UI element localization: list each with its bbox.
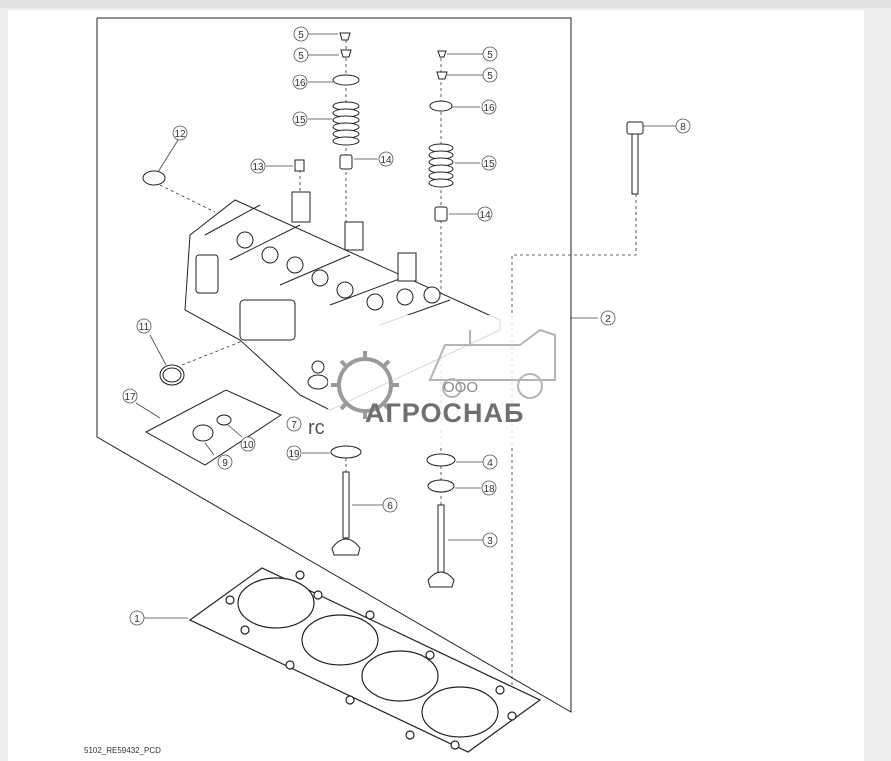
callout-8: 8	[680, 122, 686, 133]
valve-train-parts	[294, 32, 454, 222]
callout-9: 9	[222, 458, 228, 469]
callout-18: 18	[483, 484, 495, 495]
head-gasket	[188, 567, 542, 753]
callout-16-b: 16	[483, 103, 495, 114]
callout-11: 11	[139, 322, 150, 333]
callout-5-a: 5	[298, 30, 304, 41]
watermark-company-prefix: ООО	[443, 379, 478, 396]
watermark-company-name: АГРОСНАБ	[365, 398, 524, 428]
spring-left	[332, 101, 360, 146]
callout-14-a: 14	[380, 155, 392, 166]
callout-3: 3	[487, 536, 493, 547]
callout-7: 7	[291, 420, 297, 431]
gear-icon	[331, 351, 399, 419]
callout-1: 1	[134, 614, 140, 625]
watermark-logo: ООО АГРОСНАБ	[328, 315, 566, 445]
plugs-and-seals	[142, 170, 329, 466]
callout-17: 17	[124, 392, 136, 403]
top-strip	[0, 0, 891, 8]
callout-14-b: 14	[479, 210, 491, 221]
callout-15-a: 15	[294, 115, 306, 126]
callout-13: 13	[252, 162, 264, 173]
leader-lines	[135, 33, 676, 619]
partial-label: rc	[308, 417, 325, 439]
callout-12: 12	[174, 129, 186, 140]
drawing-id: 5102_RE59432_PCD	[84, 746, 161, 755]
callout-16-a: 16	[294, 78, 306, 89]
callout-numbers: 1 2 3 4 5 5 5 5 6 7 8 9 10 11 12 13 14 1…	[124, 30, 686, 625]
spring-right	[428, 143, 454, 188]
callout-bubbles	[122, 26, 691, 626]
callout-19: 19	[288, 449, 300, 460]
plug-group-frame	[144, 389, 283, 466]
callout-5-c: 5	[487, 50, 493, 61]
callout-2: 2	[605, 314, 611, 325]
callout-15-b: 15	[483, 159, 495, 170]
callout-10: 10	[242, 440, 254, 451]
callout-5-d: 5	[487, 71, 493, 82]
valves	[330, 445, 456, 588]
assembly-frame	[96, 17, 572, 713]
combine-harvester-icon	[428, 328, 556, 399]
callout-5-b: 5	[298, 51, 304, 62]
callout-4: 4	[487, 458, 493, 469]
head-bolt	[626, 121, 644, 195]
callout-6: 6	[387, 501, 393, 512]
